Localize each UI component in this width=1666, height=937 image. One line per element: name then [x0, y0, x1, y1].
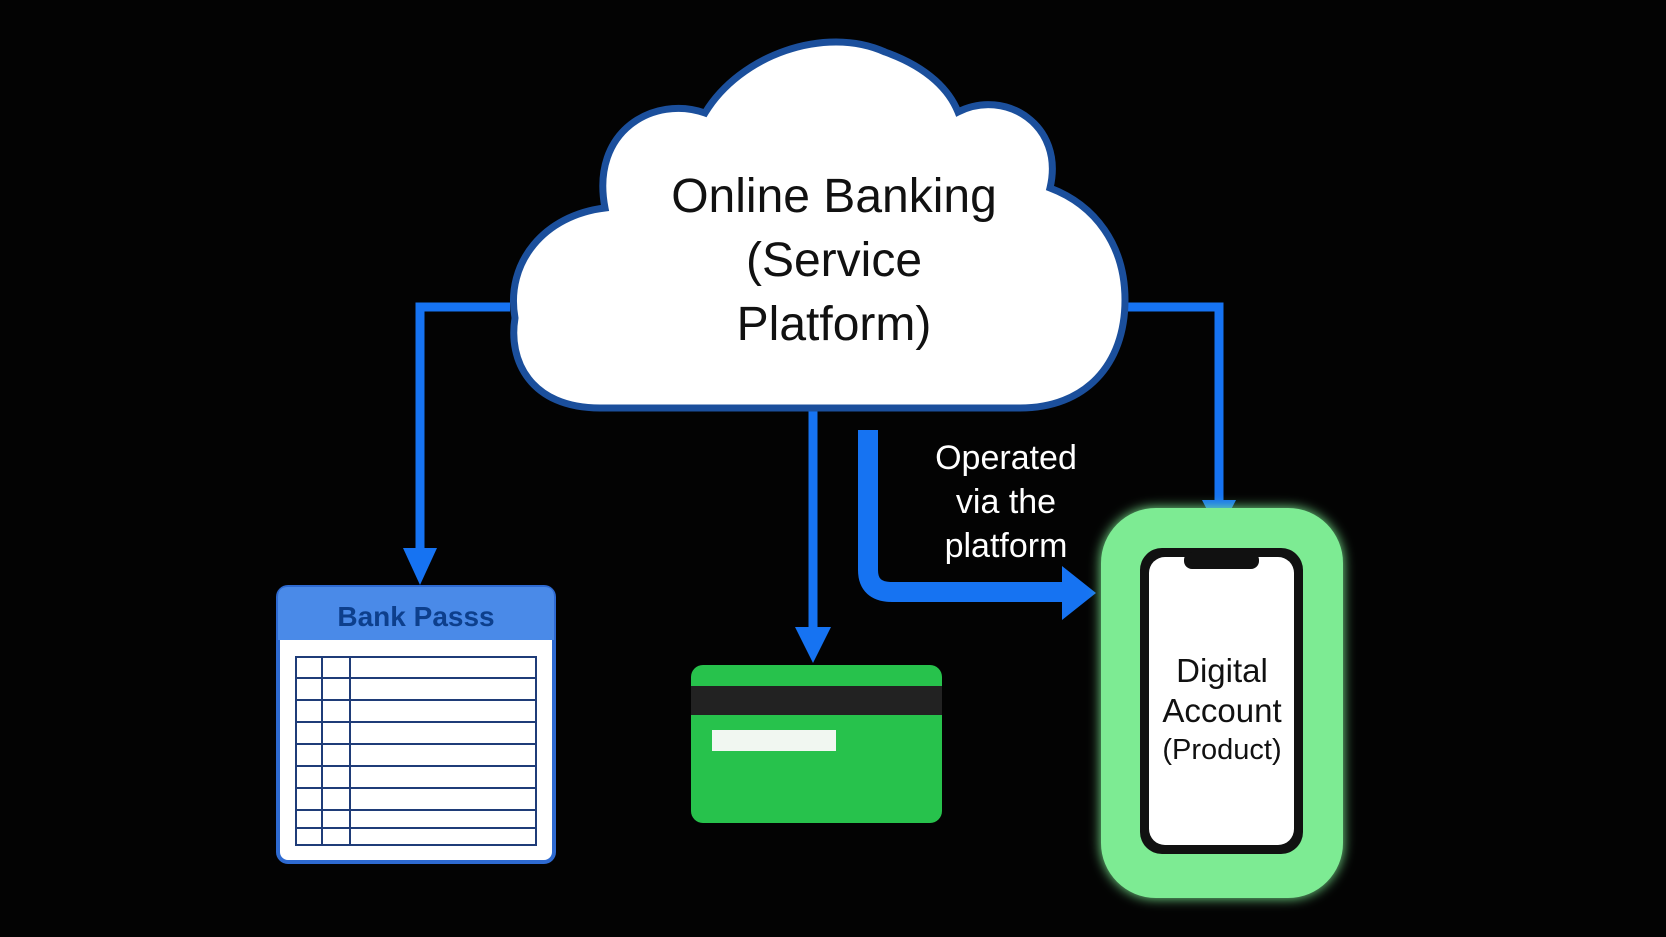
- card-magnetic-stripe: [691, 686, 942, 715]
- edge-label-line-3: platform: [945, 527, 1068, 565]
- arrow-operated-via-platform: [858, 430, 1096, 620]
- cloud-shape: [510, 38, 1129, 412]
- operated-via-platform-label: Operated via the platform: [935, 439, 1077, 565]
- phone-label-line-2: Account: [1162, 692, 1281, 729]
- bank-passbook-icon: Bank Passs: [276, 585, 556, 864]
- passbook-header-band: [278, 587, 554, 640]
- cloud-label-line-1: Online Banking: [671, 170, 997, 223]
- phone-notch: [1184, 552, 1259, 569]
- passbook-title: Bank Passs: [337, 601, 494, 632]
- cloud-label-line-3: Platform): [737, 298, 932, 351]
- edge-label-line-2: via the: [956, 483, 1056, 521]
- bank-card-icon: [691, 665, 942, 823]
- digital-account-phone: Digital Account (Product): [1101, 508, 1343, 898]
- arrow-cloud-to-passbook: [403, 302, 510, 585]
- phone-label-line-3: (Product): [1162, 734, 1281, 766]
- phone-screen: [1149, 557, 1294, 845]
- online-banking-cloud: Online Banking (Service Platform): [510, 38, 1129, 412]
- edge-label-line-1: Operated: [935, 439, 1077, 477]
- cloud-label-line-2: (Service: [746, 234, 922, 287]
- card-signature-strip: [712, 730, 836, 751]
- arrow-cloud-to-card: [795, 405, 831, 663]
- passbook-ledger-grid: [295, 656, 537, 846]
- arrow-cloud-to-phone: [1128, 302, 1236, 533]
- phone-label-line-1: Digital: [1176, 652, 1268, 689]
